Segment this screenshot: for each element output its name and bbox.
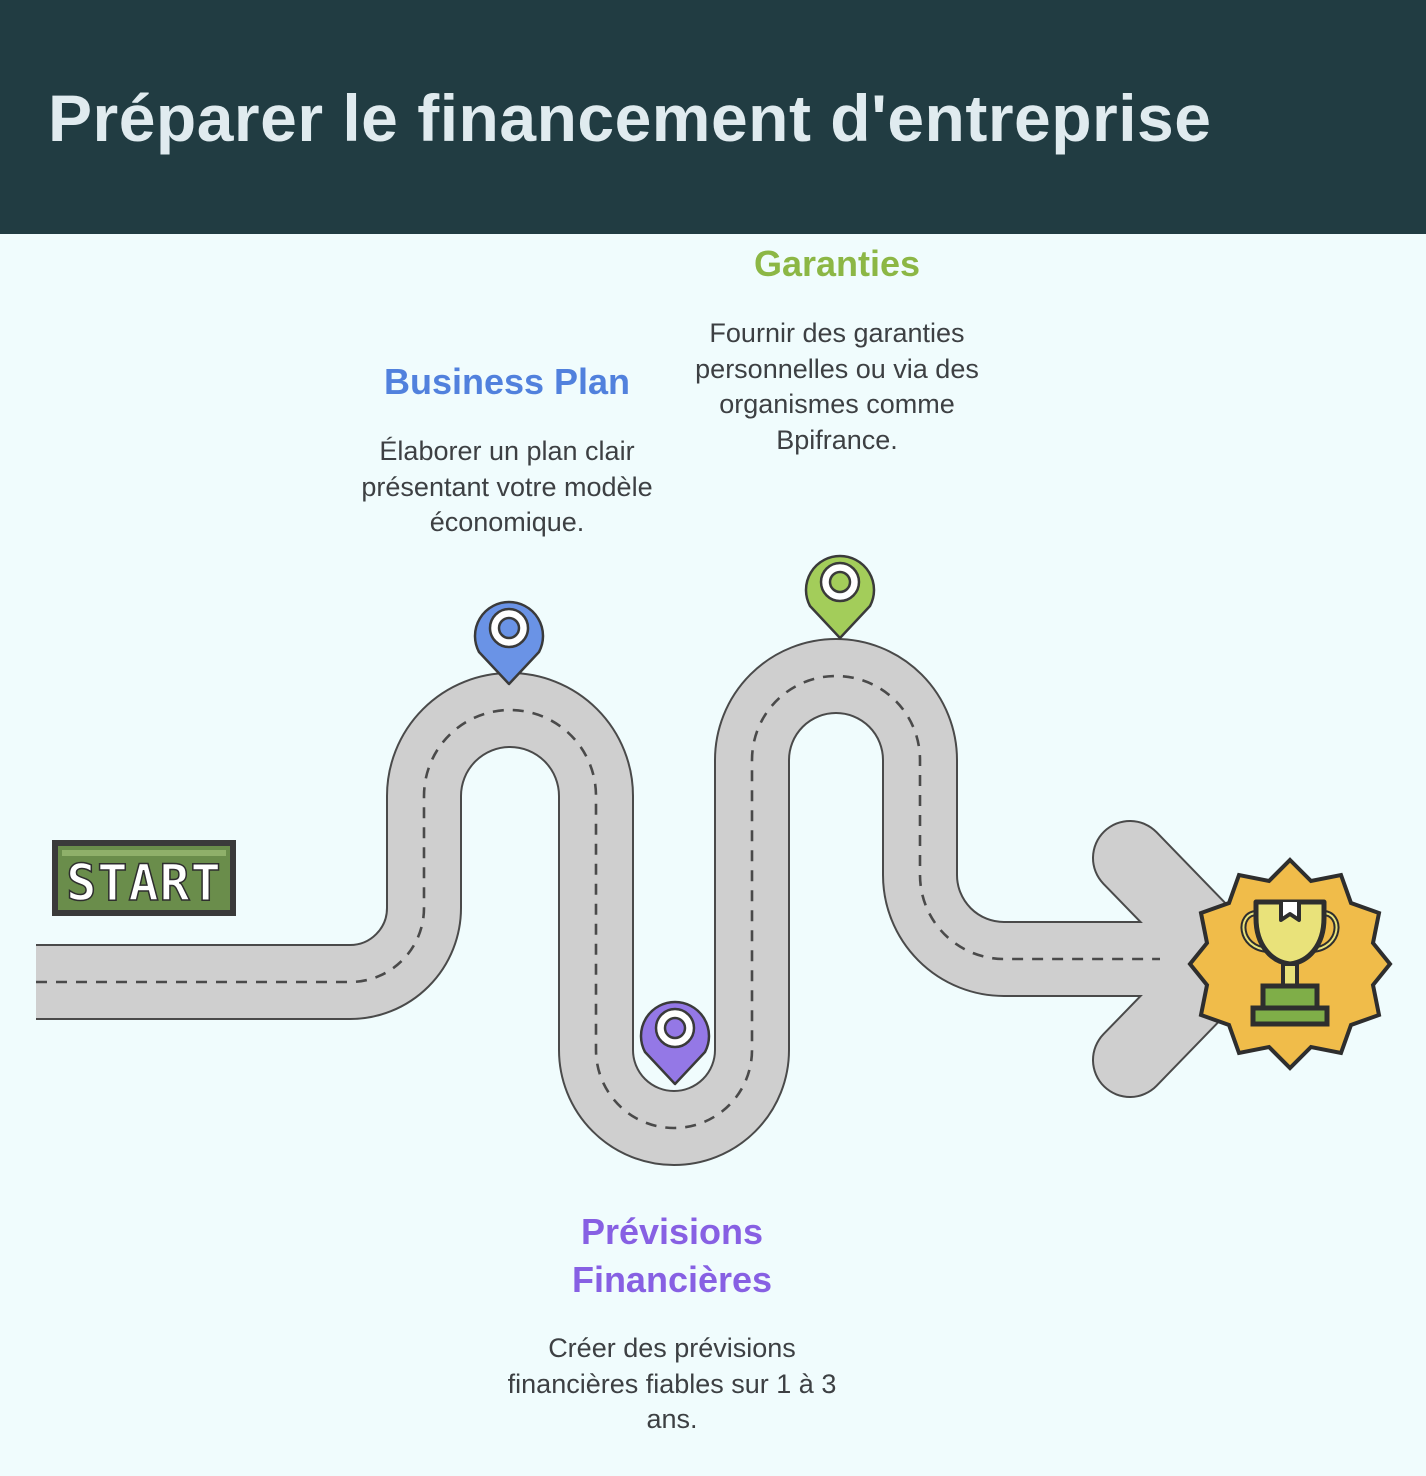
step-description-business-plan: Élaborer un plan clair présentant votre … bbox=[361, 436, 653, 537]
map-pin-icon bbox=[804, 554, 876, 640]
page-title: Préparer le financement d'entreprise bbox=[48, 81, 1212, 155]
map-pin-icon bbox=[639, 1000, 711, 1086]
start-label: START bbox=[66, 854, 222, 912]
roadmap-diagram: START bbox=[36, 554, 1393, 1166]
road bbox=[36, 638, 1266, 1166]
map-pin-icon bbox=[473, 600, 545, 686]
trophy-badge-icon bbox=[1187, 857, 1393, 1071]
step-title-business-plan: Business Plan bbox=[383, 361, 631, 402]
start-sign-icon: START bbox=[52, 840, 236, 916]
header-banner: Préparer le financement d'entreprise bbox=[0, 0, 1426, 234]
step-description-garanties: Fournir des garanties personnelles ou vi… bbox=[695, 318, 979, 455]
step-title-previsions-financieres: Prévisions Financières bbox=[571, 1211, 773, 1300]
step-title-garanties: Garanties bbox=[753, 243, 921, 284]
step-description-previsions-financieres: Créer des prévisions financières fiables… bbox=[507, 1333, 837, 1434]
